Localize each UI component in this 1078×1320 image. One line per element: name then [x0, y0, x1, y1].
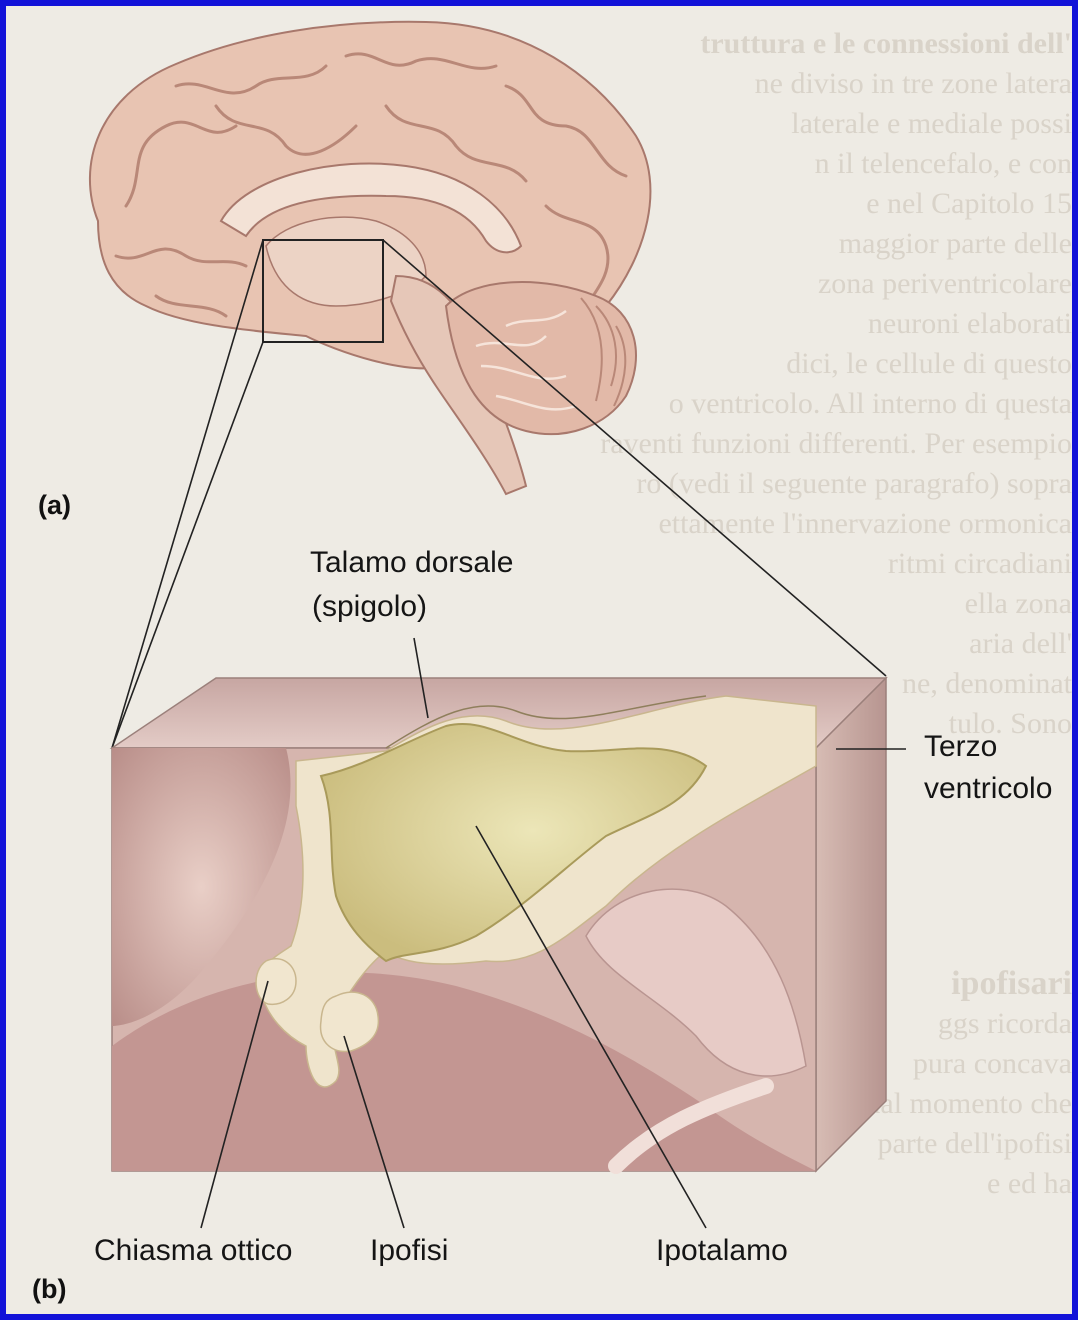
label-ipotalamo: Ipotalamo	[656, 1234, 788, 1268]
figure-frame: truttura e le connessioni dell' ne divis…	[6, 6, 1072, 1314]
block-side-face	[816, 678, 886, 1171]
label-talamo-dorsale: Talamo dorsale	[310, 546, 513, 580]
label-chiasma-ottico: Chiasma ottico	[94, 1234, 292, 1268]
panel-label-a: (a)	[38, 490, 71, 521]
optic-chiasm	[256, 959, 296, 1005]
brain-illustration	[6, 6, 1072, 1314]
label-talamo-spigolo: (spigolo)	[312, 590, 427, 624]
label-ventricolo: ventricolo	[924, 772, 1052, 806]
enlarged-block	[112, 678, 886, 1171]
label-ipofisi: Ipofisi	[370, 1234, 448, 1268]
panel-label-b: (b)	[32, 1274, 66, 1305]
brain-sagittal	[90, 22, 651, 494]
label-terzo: Terzo	[924, 730, 997, 764]
